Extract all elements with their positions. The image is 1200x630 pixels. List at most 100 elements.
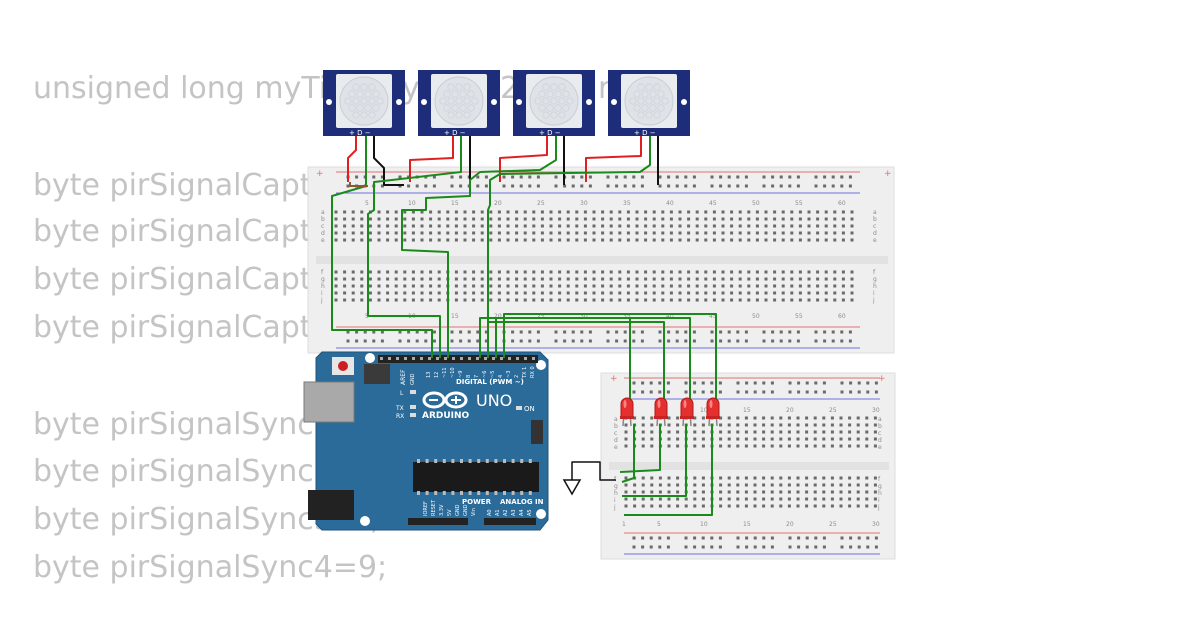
- code-line-2: byte pirSignalCapt: [33, 168, 312, 203]
- digital-label: DIGITAL (PWM ~): [456, 378, 524, 386]
- pir-sensor: + D −: [608, 70, 690, 137]
- bb-row-letter: f: [873, 269, 876, 276]
- bb-small-plus-label-right: +: [878, 374, 886, 384]
- bb-small-row-letter: e: [614, 444, 618, 451]
- bb-small-row-letter: j: [613, 504, 616, 511]
- wire-led2: [487, 321, 665, 400]
- red-led: [654, 397, 668, 427]
- code-line-3: byte pirSignalCapt: [33, 214, 312, 249]
- bb-row-letter: b: [873, 216, 877, 223]
- ground-icon: [562, 479, 582, 496]
- wire-pir3-vcc: [499, 136, 548, 182]
- digital-pin-label: 4: [498, 375, 504, 378]
- bb-col-number: 50: [752, 200, 760, 207]
- bb-small-col-number: 10: [700, 521, 708, 528]
- bb-col-number: 45: [709, 200, 717, 207]
- bb-col-number: 55: [795, 313, 803, 320]
- bb-col-number: 25: [537, 313, 545, 320]
- bb-row-letter: c: [321, 223, 324, 230]
- bb-col-number: 30: [580, 313, 588, 320]
- wire-pir4-vcc: [585, 136, 642, 182]
- bb-small-row-letter: g: [614, 483, 618, 490]
- bb-small-row-letter: f: [878, 476, 881, 483]
- bb-row-letter: i: [321, 290, 323, 297]
- power-label: POWER: [462, 498, 492, 506]
- bb-small-row-letter: h: [614, 490, 618, 497]
- on-label: ON: [524, 405, 535, 413]
- bb-col-number: 60: [838, 313, 846, 320]
- bb-row-letter: j: [872, 297, 875, 304]
- red-led: [680, 397, 694, 427]
- power-pin-label: Vin: [471, 508, 477, 516]
- analog-pin-label: A2: [503, 509, 509, 516]
- bb-small-row-letter: c: [878, 430, 881, 437]
- power-pin-label: IOREF: [423, 501, 429, 516]
- bb-col-number: 40: [666, 200, 674, 207]
- analog-pin-label: A1: [495, 509, 501, 516]
- wire-pir4-signal: [487, 136, 651, 358]
- wire-pir2-signal: [367, 136, 462, 358]
- code-line-9: byte pirSignalSync4=9;: [33, 550, 388, 585]
- wire-pir1-vcc: [347, 136, 357, 182]
- digital-header: [378, 355, 538, 363]
- bb-small-row-letter: d: [878, 437, 882, 444]
- code-line-7: byte pirSignalSync2: [33, 454, 333, 489]
- tx-label: TX: [395, 405, 404, 412]
- l-label: L: [400, 390, 404, 397]
- pir-pin-label: + D −: [349, 129, 371, 137]
- dc-jack: [308, 490, 354, 520]
- arduino-model: UNO: [476, 391, 512, 410]
- bb-col-number: 35: [623, 200, 631, 207]
- bb-col-number: 15: [451, 200, 459, 207]
- bb-col-number: 20: [494, 313, 502, 320]
- bb-small-col-number: 20: [786, 521, 794, 528]
- pir-sensor: + D −: [513, 70, 595, 137]
- bb-small-col-number: 30: [872, 521, 880, 528]
- red-led: [706, 397, 720, 427]
- bb-row-letter: e: [321, 237, 325, 244]
- bb-small-row-letter: e: [878, 444, 882, 451]
- power-pin-label: GND: [463, 504, 469, 516]
- bb-row-letter: h: [873, 283, 877, 290]
- bb-col-number: 45: [709, 313, 717, 320]
- bb-small-row-letter: g: [878, 483, 882, 490]
- bb-row-letter: c: [873, 223, 876, 230]
- bb-row-letter: g: [321, 276, 325, 283]
- bb-row-letter: g: [873, 276, 877, 283]
- bb-small-col-number: 15: [743, 521, 751, 528]
- bb-small-plus-label: +: [610, 374, 618, 384]
- bb-row-letter: a: [321, 209, 325, 216]
- bb-col-number: 10: [408, 200, 416, 207]
- arduino-uno: ARDUINO UNO DIGITAL (PWM ~) ON L TX RX P…: [303, 351, 549, 531]
- code-line-1-tail3: r: [598, 71, 611, 106]
- bb-small-col-number: 10: [700, 407, 708, 414]
- analog-pin-label: A4: [519, 509, 525, 516]
- digital-pin-label: 8: [466, 375, 472, 378]
- bb-row-letter: f: [321, 269, 324, 276]
- bb-col-number: 60: [838, 200, 846, 207]
- digital-pin-label: ~6: [482, 371, 488, 378]
- bb-small-row-letter: d: [614, 437, 618, 444]
- analog-pin-label: A3: [511, 509, 517, 516]
- bb-col-number: 40: [666, 313, 674, 320]
- wire-led4: [503, 313, 717, 400]
- bb-col-number: 55: [795, 200, 803, 207]
- gnd-label: GND: [410, 373, 416, 385]
- bb-small-row-letter: j: [877, 504, 880, 511]
- bb-small-row-letter: c: [614, 430, 617, 437]
- digital-pin-label: ~9: [458, 371, 464, 378]
- bb-row-letter: d: [321, 230, 325, 237]
- code-line-1: unsigned long myTi: [33, 71, 328, 106]
- bb-small-row-letter: i: [878, 497, 880, 504]
- bb-col-number: 5: [365, 200, 369, 207]
- analog-pin-label: A0: [487, 509, 493, 516]
- bb-small-row-letter: i: [614, 497, 616, 504]
- bb-col-number: 5: [365, 313, 369, 320]
- digital-pin-label: ~5: [490, 371, 496, 378]
- pir-pin-label: + D −: [539, 129, 561, 137]
- bb-small-col-number: 30: [872, 407, 880, 414]
- pir-pin-label: + D −: [444, 129, 466, 137]
- bb-small-col-number: 25: [829, 407, 837, 414]
- breadboard-small: 115510101515202025253030aabbccddeeffgghh…: [600, 372, 896, 560]
- red-led: [620, 397, 634, 427]
